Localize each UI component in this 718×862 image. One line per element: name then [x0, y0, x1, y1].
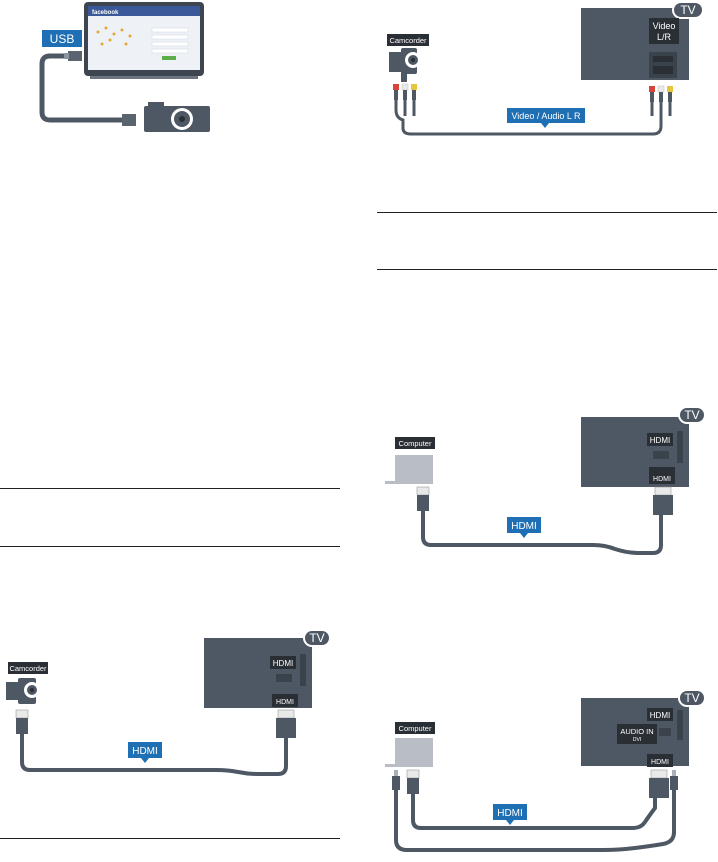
tv-body: TV — [581, 406, 706, 487]
svg-text:HDMI: HDMI — [651, 759, 669, 766]
divider-left-1 — [0, 488, 340, 489]
audio-jack-right — [670, 770, 678, 790]
rca-plugs-right — [649, 85, 673, 102]
svg-text:USB: USB — [50, 32, 75, 46]
hdmi-port-label: HDMI — [647, 433, 673, 446]
hdmi-port-label: HDMI — [647, 708, 673, 721]
audio-cable — [394, 790, 676, 852]
hdmi-plug-label: HDMI — [647, 754, 673, 767]
facebook-logo: facebook — [92, 10, 119, 16]
video-lr-label: Video L/R — [649, 18, 679, 44]
computer-label: Computer — [395, 722, 435, 734]
camcorder-icon — [389, 48, 421, 82]
hdmi-plug-label: HDMI — [272, 694, 298, 707]
computer-icon — [385, 738, 433, 767]
hdmi-cable — [20, 734, 288, 776]
usb-connector — [68, 51, 82, 61]
svg-text:HDMI: HDMI — [650, 436, 670, 445]
svg-text:Video: Video — [653, 21, 676, 31]
camera-icon — [144, 102, 210, 132]
camcorder-hdmi-figure: TV HDMI HDMI Camcorder HDMI — [6, 629, 331, 776]
divider-right-2 — [377, 269, 717, 270]
svg-text:HDMI: HDMI — [497, 808, 523, 819]
divider-left-3 — [0, 838, 340, 839]
svg-text:L/R: L/R — [657, 32, 672, 42]
tv-body: TV — [581, 1, 704, 80]
tv-label: TV — [309, 631, 324, 645]
svg-text:Video / Audio L R: Video / Audio L R — [511, 111, 581, 121]
audio-in-label: AUDIO IN DVI — [617, 724, 657, 744]
svg-text:DVI: DVI — [633, 737, 641, 743]
hdmi-cable — [411, 794, 657, 830]
tv-label: TV — [684, 691, 699, 705]
audio-jack-left — [392, 770, 400, 790]
hdmi-cable-label: HDMI — [507, 517, 541, 538]
svg-text:HDMI: HDMI — [650, 711, 670, 720]
svg-text:HDMI: HDMI — [511, 521, 537, 532]
usb-label: USB — [42, 30, 82, 47]
composite-cable — [394, 100, 663, 136]
camcorder-composite-figure: TV Video L/R Camcorder Video / Audio L R — [387, 1, 704, 136]
divider-right-1 — [377, 212, 717, 213]
camcorder-label: Camcorder — [8, 662, 48, 674]
svg-text:Computer: Computer — [399, 439, 432, 448]
video-audio-cable-label: Video / Audio L R — [507, 108, 585, 128]
camcorder-icon — [6, 678, 40, 704]
usb-camera-figure: facebook USB — [39, 2, 210, 132]
hdmi-cable-label: HDMI — [493, 804, 527, 825]
computer-icon — [385, 455, 433, 484]
tv-label: TV — [680, 3, 695, 17]
computer-dvi-audio-figure: TV HDMI AUDIO IN DVI HDMI Computer HDMI — [385, 689, 706, 852]
tv-label: TV — [684, 408, 699, 422]
svg-text:Camcorder: Camcorder — [389, 36, 427, 45]
svg-text:HDMI: HDMI — [276, 699, 294, 706]
divider-left-2 — [0, 546, 340, 547]
svg-text:Computer: Computer — [399, 724, 432, 733]
svg-text:Camcorder: Camcorder — [9, 664, 47, 673]
computer-hdmi-figure: TV HDMI HDMI Computer HDMI — [385, 406, 706, 555]
svg-text:HDMI: HDMI — [653, 476, 671, 483]
facebook-map-icon — [96, 26, 132, 46]
computer-label: Computer — [395, 437, 435, 449]
laptop-screen: facebook — [84, 2, 204, 79]
hdmi-plug-label: HDMI — [649, 471, 675, 484]
camcorder-label: Camcorder — [387, 34, 429, 46]
hdmi-cable — [421, 511, 663, 555]
hdmi-cable-label: HDMI — [128, 742, 162, 763]
svg-text:AUDIO IN: AUDIO IN — [620, 727, 653, 736]
svg-text:HDMI: HDMI — [132, 746, 158, 757]
rca-plugs-left — [393, 83, 417, 100]
usb-cable — [39, 53, 122, 123]
hdmi-port-label: HDMI — [270, 656, 296, 669]
tv-body: TV — [204, 629, 331, 708]
svg-text:HDMI: HDMI — [273, 659, 293, 668]
